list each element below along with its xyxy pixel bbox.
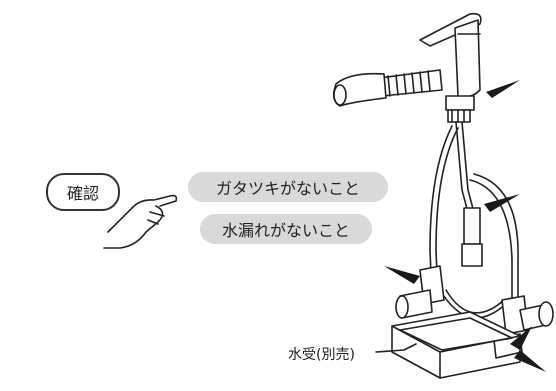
pointing-hand-icon — [103, 194, 178, 249]
confirm-label: 確認 — [46, 173, 120, 211]
water-tray-label: 水受(別売) — [288, 347, 355, 363]
arrow-icon — [486, 80, 520, 98]
arrow-icon — [510, 326, 532, 350]
arrow-icon — [384, 266, 420, 284]
arrow-icon — [514, 350, 546, 372]
arrow-icon — [484, 194, 520, 212]
check-no-wobble: ガタツキがないこと — [188, 172, 388, 202]
check-no-leak: 水漏れがないこと — [200, 214, 372, 244]
